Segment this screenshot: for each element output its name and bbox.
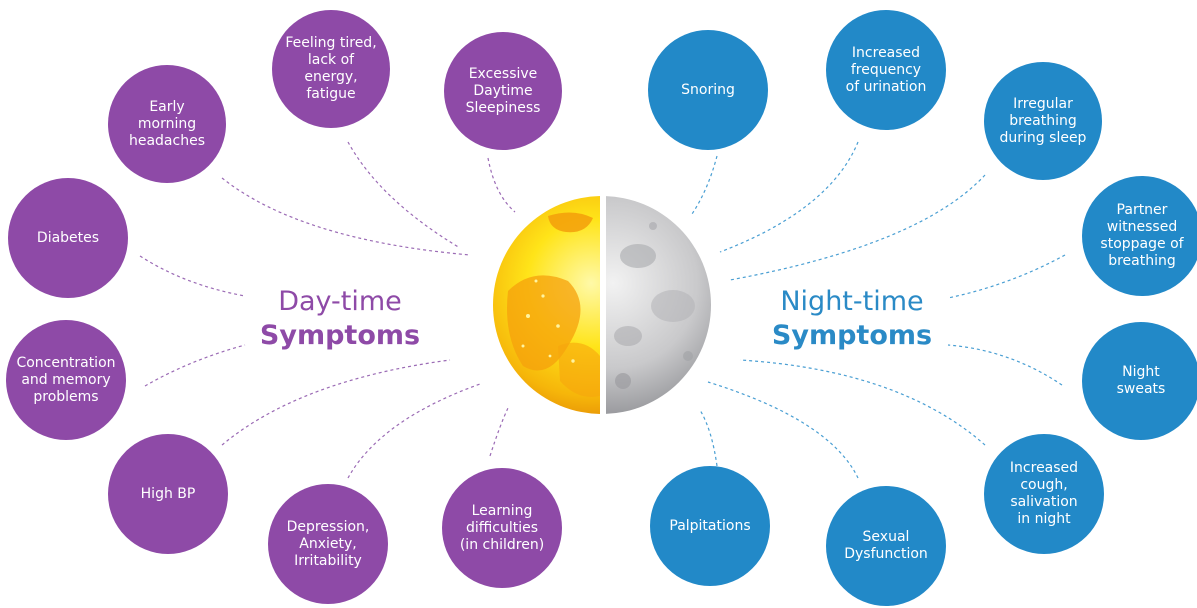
connector-day-8: [490, 408, 508, 456]
night-symptom-snoring: Snoring: [648, 30, 768, 150]
connector-night-8: [700, 410, 717, 466]
sun-moon-emblem: [488, 196, 716, 414]
day-symptom-high-bp: High BP: [108, 434, 228, 554]
day-heading-line2: Symptoms: [240, 319, 440, 353]
night-heading-line1: Night-time: [752, 285, 952, 319]
day-heading-line1: Day-time: [240, 285, 440, 319]
night-symptom-sexual-dysfunction: Sexual Dysfunction: [826, 486, 946, 606]
connector-night-3: [730, 175, 985, 280]
day-symptom-concentration-memory: Concentration and memory problems: [6, 320, 126, 440]
day-symptom-fatigue: Feeling tired, lack of energy, fatigue: [272, 10, 390, 128]
connector-day-6: [222, 360, 450, 445]
connector-day-7: [348, 384, 480, 478]
day-symptom-learning-difficulties: Learning difficulties (in children): [442, 468, 562, 588]
night-heading-line2: Symptoms: [752, 319, 952, 353]
day-symptom-depression-anxiety: Depression, Anxiety, Irritability: [268, 484, 388, 604]
day-symptom-diabetes: Diabetes: [8, 178, 128, 298]
night-symptom-breathing-stoppage: Partner witnessed stoppage of breathing: [1082, 176, 1197, 296]
connector-day-1: [348, 142, 460, 248]
connector-night-7: [708, 382, 858, 478]
day-symptom-daytime-sleepiness: Excessive Daytime Sleepiness: [444, 32, 562, 150]
night-symptom-urination-frequency: Increased frequency of urination: [826, 10, 946, 130]
connector-day-5: [145, 345, 245, 386]
connector-day-3: [222, 178, 470, 255]
connector-day-4: [140, 256, 245, 296]
day-time-heading: Day-time Symptoms: [240, 285, 440, 353]
night-symptom-palpitations: Palpitations: [650, 466, 770, 586]
night-symptom-cough-salivation: Increased cough, salivation in night: [984, 434, 1104, 554]
connector-night-6: [740, 360, 985, 445]
night-symptom-irregular-breathing: Irregular breathing during sleep: [984, 62, 1102, 180]
night-time-heading: Night-time Symptoms: [752, 285, 952, 353]
connector-night-5: [948, 345, 1062, 385]
connector-night-4: [948, 255, 1065, 298]
day-symptom-morning-headaches: Early morning headaches: [108, 65, 226, 183]
night-symptom-night-sweats: Night sweats: [1082, 322, 1197, 440]
connector-night-2: [720, 142, 858, 252]
